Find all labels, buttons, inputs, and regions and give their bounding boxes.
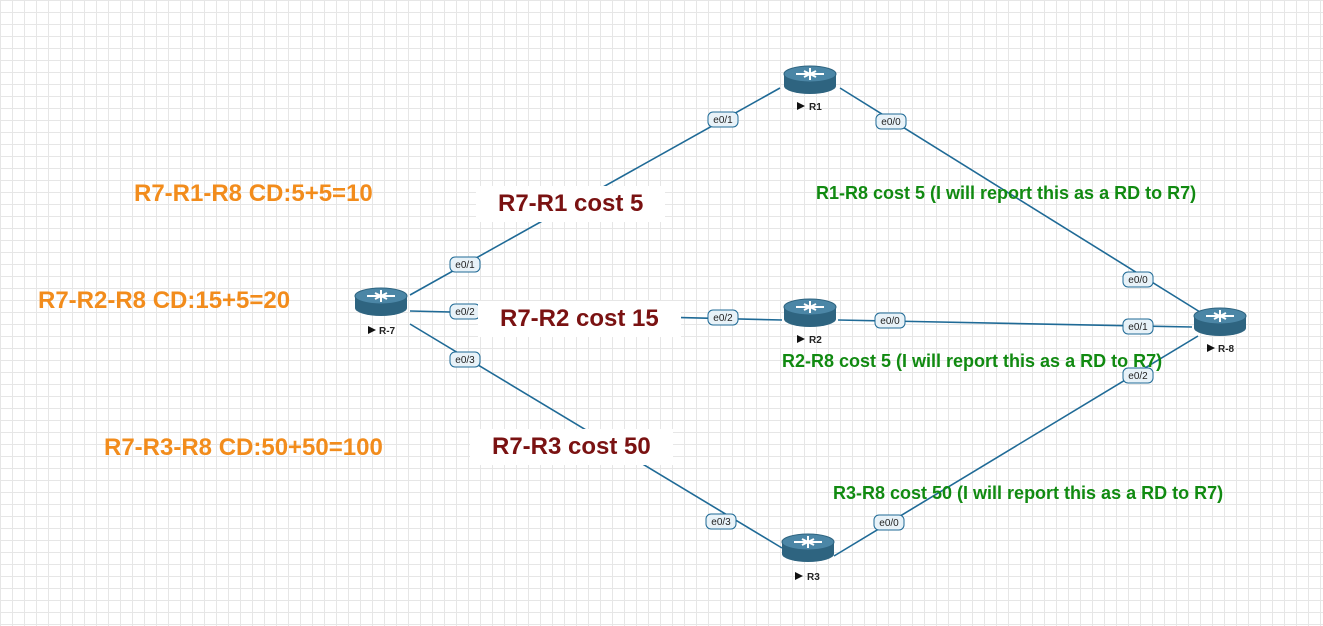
- svg-text:R2: R2: [809, 335, 822, 346]
- svg-text:R3: R3: [807, 572, 820, 583]
- svg-text:e0/3: e0/3: [455, 355, 475, 366]
- rd-annotation-r3: R3-R8 cost 50 (I will report this as a R…: [833, 483, 1224, 503]
- iface-r8-e02[interactable]: e0/2: [1122, 367, 1154, 384]
- cost-annotation-r3: R7-R3 cost 50: [470, 429, 673, 465]
- router-r3[interactable]: R3: [781, 533, 835, 583]
- svg-text:R1: R1: [809, 102, 822, 113]
- svg-text:e0/1: e0/1: [713, 115, 733, 126]
- iface-r3-e00[interactable]: e0/0: [873, 514, 905, 531]
- svg-text:e0/0: e0/0: [1128, 275, 1148, 286]
- router-icon: [783, 298, 837, 328]
- iface-r2-e02[interactable]: e0/2: [707, 309, 739, 326]
- router-icon: [781, 533, 835, 563]
- cd-annotation-r1: R7-R1-R8 CD:5+5=10: [134, 180, 373, 207]
- svg-text:R-8: R-8: [1218, 344, 1235, 355]
- svg-text:e0/0: e0/0: [880, 316, 900, 327]
- svg-text:e0/1: e0/1: [1128, 322, 1148, 333]
- play-icon: [797, 335, 805, 343]
- svg-text:e0/2: e0/2: [1128, 371, 1148, 382]
- svg-text:e0/2: e0/2: [713, 313, 733, 324]
- svg-text:e0/0: e0/0: [881, 117, 901, 128]
- svg-text:e0/3: e0/3: [711, 517, 731, 528]
- iface-r1-e01[interactable]: e0/1: [707, 111, 739, 128]
- router-r2[interactable]: R2: [783, 298, 837, 346]
- svg-text:e0/1: e0/1: [455, 260, 475, 271]
- router-icon: [1193, 307, 1247, 337]
- play-icon: [368, 326, 376, 334]
- svg-text:R-7: R-7: [379, 326, 396, 337]
- iface-r7-e01[interactable]: e0/1: [449, 256, 481, 273]
- svg-text:e0/0: e0/0: [879, 518, 899, 529]
- cost-annotation-r2: R7-R2 cost 15: [478, 301, 681, 337]
- iface-r8-e00[interactable]: e0/0: [1122, 271, 1154, 288]
- play-icon: [1207, 344, 1215, 352]
- interface-labels: e0/1 e0/0 e0/1 e0/2 e0/3 e0/2 e0/0 e0/0: [449, 111, 1154, 531]
- iface-r1-e00[interactable]: e0/0: [875, 113, 907, 130]
- cd-annotation-r2: R7-R2-R8 CD:15+5=20: [38, 287, 291, 314]
- rd-annotation-r2: R2-R8 cost 5 (I will report this as a RD…: [782, 351, 1163, 371]
- play-icon: [795, 572, 803, 580]
- iface-r3-e03[interactable]: e0/3: [705, 513, 737, 530]
- rd-annotation-r1: R1-R8 cost 5 (I will report this as a RD…: [816, 183, 1197, 203]
- iface-r7-e02[interactable]: e0/2: [449, 303, 481, 320]
- svg-text:e0/2: e0/2: [455, 307, 475, 318]
- router-r7[interactable]: R-7: [354, 287, 408, 337]
- router-r8[interactable]: R-8: [1193, 307, 1247, 355]
- iface-r7-e03[interactable]: e0/3: [449, 351, 481, 368]
- iface-r2-e00[interactable]: e0/0: [874, 312, 906, 329]
- cost-annotation-r1: R7-R1 cost 5: [476, 186, 666, 222]
- router-r1[interactable]: R1: [783, 65, 837, 113]
- iface-r8-e01[interactable]: e0/1: [1122, 318, 1154, 335]
- play-icon: [797, 102, 805, 110]
- router-icon: [354, 287, 408, 317]
- cd-annotation-r3: R7-R3-R8 CD:50+50=100: [104, 434, 383, 461]
- router-icon: [783, 65, 837, 95]
